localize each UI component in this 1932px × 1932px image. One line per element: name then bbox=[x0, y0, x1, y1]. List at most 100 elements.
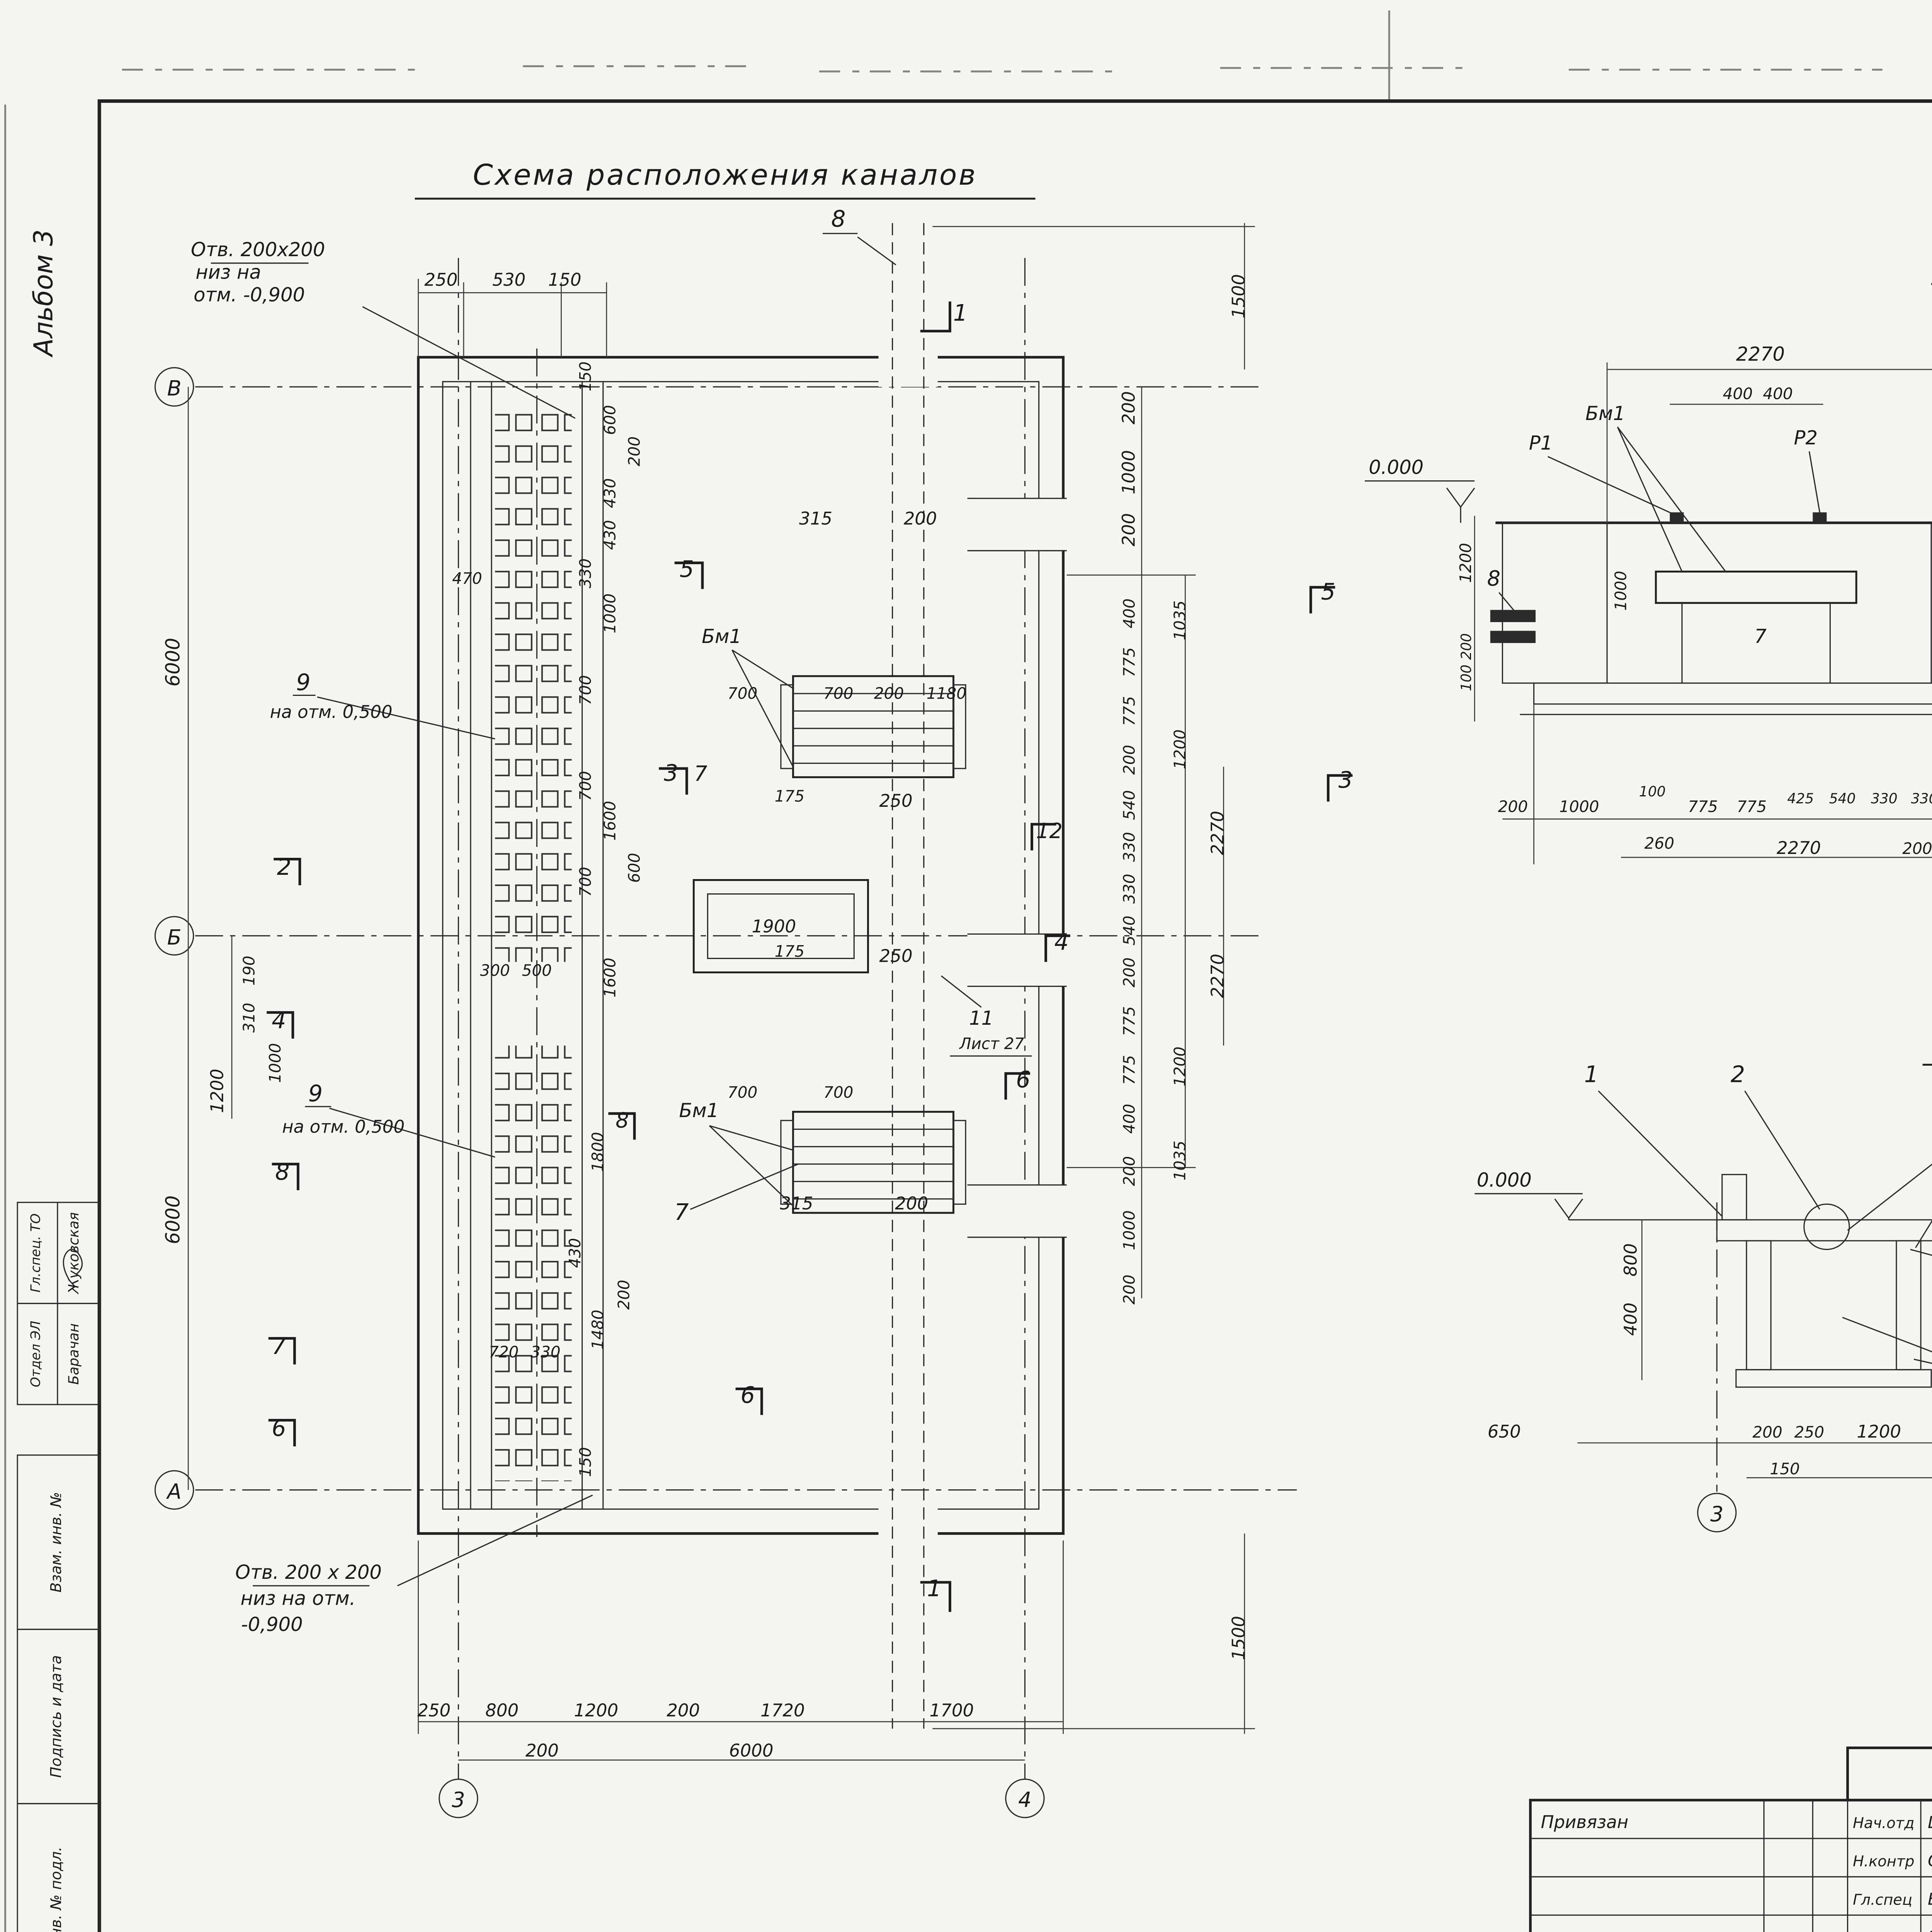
dim-label: 1600 bbox=[600, 957, 619, 997]
dim-label: 330 bbox=[531, 1343, 560, 1361]
dim-label: низ на отм. bbox=[240, 1587, 355, 1610]
dim-label: 775 bbox=[1688, 798, 1718, 816]
dim-label: на отм. 0,500 bbox=[270, 702, 393, 722]
axis-label-a: А bbox=[166, 1479, 182, 1503]
cut-mark-3: 3 bbox=[664, 760, 678, 786]
dim-label: 700 bbox=[576, 675, 595, 705]
row-name: Соколовская bbox=[1928, 1851, 1932, 1871]
row-role: Нач.отд bbox=[1853, 1815, 1914, 1832]
signature bbox=[63, 1248, 83, 1281]
cut-mark-2: 2 bbox=[277, 854, 291, 880]
dim-label: 775 bbox=[1737, 798, 1767, 816]
callout-7: 7 bbox=[674, 1199, 689, 1225]
row-role: Н.контр bbox=[1853, 1853, 1914, 1870]
dim-label: 200 bbox=[1119, 391, 1139, 424]
dim-label: 1600 bbox=[600, 801, 619, 841]
dim-label: -0,900 bbox=[241, 1613, 303, 1636]
dim-label: 1200 bbox=[1170, 730, 1189, 769]
section22-labels: 0.0001231шаг 300480040012002006502002501… bbox=[1477, 1061, 1901, 1526]
axis-circle-3 bbox=[439, 1778, 478, 1818]
equipment-bm1-label: Бм1 bbox=[679, 1099, 719, 1122]
dim-label: 2270 bbox=[1736, 343, 1785, 366]
dim-label: 700 bbox=[728, 1083, 757, 1102]
cut-mark-6: 6 bbox=[1016, 1066, 1030, 1093]
left-stamp-column: Альбом 3 Гл.спец. ТО Жуковская Отдел ЭЛ … bbox=[17, 230, 100, 1932]
channel-8-dashed bbox=[892, 223, 925, 1729]
callout-7: 7 bbox=[1754, 625, 1767, 648]
cut-mark-4: 4 bbox=[1054, 929, 1068, 955]
dim-label: 330 bbox=[1911, 791, 1932, 807]
callout-1: 1 bbox=[1584, 1061, 1599, 1088]
dim-label: 200 bbox=[1120, 957, 1139, 987]
fixture-p1-label: Р1 bbox=[1529, 432, 1553, 454]
plan-dimension-lines bbox=[187, 223, 1255, 1761]
dim-label: 430 bbox=[566, 1238, 584, 1268]
callout-2: 2 bbox=[1731, 1061, 1745, 1088]
axis-circle-v bbox=[154, 367, 194, 407]
dim-label: 400 bbox=[1120, 1104, 1139, 1134]
equipment-bm1-label: Бм1 bbox=[1585, 402, 1625, 425]
axis-label-b: Б bbox=[167, 925, 182, 949]
dim-label: 200 bbox=[895, 1193, 928, 1214]
central-chamber bbox=[692, 879, 869, 973]
dim-label: 1000 bbox=[1559, 798, 1599, 816]
dim-label: 400 bbox=[1621, 1303, 1641, 1336]
callout-11: 11 bbox=[969, 1007, 993, 1029]
scan-artifacts bbox=[4, 10, 1883, 1932]
section22-dimension-lines bbox=[1577, 1219, 1932, 1478]
dim-label: 430 bbox=[600, 478, 619, 508]
dim-label: 775 bbox=[1120, 647, 1139, 677]
dim-label: 200 bbox=[904, 508, 937, 529]
dim-label: 1000 bbox=[1119, 450, 1139, 495]
dim-label: 200 bbox=[614, 1280, 633, 1310]
dim-label: 2270 bbox=[1777, 838, 1821, 858]
dim-label: 100 bbox=[1639, 784, 1666, 800]
dim-label: 500 bbox=[522, 961, 552, 980]
dim-label: 315 bbox=[780, 1193, 813, 1214]
row-name: Власенко bbox=[1928, 1889, 1932, 1909]
approval-name: Жуковская bbox=[66, 1212, 82, 1294]
dim-label: 175 bbox=[775, 942, 804, 961]
dim-label: 700 bbox=[576, 867, 595, 896]
dim-label: низ на bbox=[196, 261, 261, 284]
dim-label: 150 bbox=[548, 270, 581, 290]
dim-label: 200 bbox=[1120, 745, 1139, 775]
title-block: ТП 902-1-170.91-КЖ1 Привязан Инв.№ Нач.о… bbox=[1529, 1747, 1932, 1932]
dim-label: 250 bbox=[1794, 1423, 1824, 1442]
dim-label: 250 bbox=[417, 1700, 451, 1721]
plan-leaders bbox=[211, 233, 1032, 1587]
dim-label: 775 bbox=[1120, 1006, 1139, 1036]
section11-leaders bbox=[1498, 426, 1820, 614]
dim-label: 6000 bbox=[162, 638, 184, 687]
dim-label: 1480 bbox=[588, 1310, 607, 1349]
cut-mark-5: 5 bbox=[680, 556, 694, 582]
dim-label: 700 bbox=[576, 771, 595, 801]
axis-label-v: В bbox=[167, 376, 182, 401]
dim-label: отм. -0,900 bbox=[194, 284, 305, 306]
axis-circle-b bbox=[154, 916, 194, 956]
bm1-unit-bottom bbox=[709, 1111, 966, 1214]
note-opening-bottom: Отв. 200 х 200 bbox=[235, 1561, 382, 1583]
axis-label-3: 3 bbox=[452, 1788, 465, 1812]
drawing-title: Схема расположения каналов bbox=[473, 158, 977, 192]
cut-mark-5: 5 bbox=[1321, 578, 1335, 605]
dim-label: 310 bbox=[240, 1003, 259, 1032]
dim-label: 6000 bbox=[162, 1196, 184, 1244]
dim-label: 1800 bbox=[588, 1132, 607, 1172]
dim-label: 430 bbox=[600, 520, 619, 550]
approval-name: Барачан bbox=[66, 1323, 82, 1385]
stamp-inv-podl: Инв. № подл. bbox=[48, 1847, 65, 1932]
floor-slab bbox=[1533, 682, 1932, 705]
approval-role: Гл.спец. ТО bbox=[28, 1213, 43, 1292]
dim-label: 540 bbox=[1120, 790, 1139, 820]
dim-label: 1000 bbox=[266, 1043, 284, 1083]
dim-label: 700 bbox=[728, 684, 757, 702]
dim-label: 1500 bbox=[1228, 274, 1249, 318]
dim-label: 315 bbox=[799, 508, 832, 529]
dim-label: 600 bbox=[600, 405, 619, 435]
dim-label: 250 bbox=[424, 270, 457, 290]
level-mark-label: 0.000 bbox=[1477, 1169, 1532, 1191]
dim-label: 250 bbox=[879, 791, 913, 811]
